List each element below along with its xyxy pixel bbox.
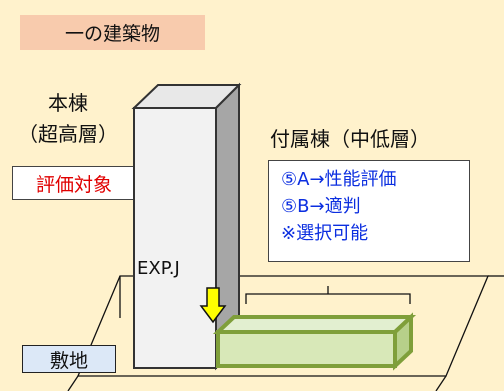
annex-options-box: ⑤A→性能評価 ⑤B→適判 ※選択可能: [268, 160, 470, 262]
main-building-name: 本棟: [48, 91, 88, 115]
site-edge-left-lower: [67, 375, 79, 391]
main-building-type: （超高層）: [18, 122, 118, 146]
main-building-label: 本棟 （超高層）: [8, 88, 128, 150]
option-performance-evaluation: ⑤A→性能評価: [281, 169, 397, 190]
site-edge-right-lower: [435, 375, 447, 391]
main-tower-front: [133, 107, 217, 369]
annex-front: [216, 330, 397, 368]
annex-top: [212, 315, 417, 334]
annex-brace: [245, 286, 411, 304]
site-label: 敷地: [22, 345, 116, 373]
annex-building-label: 付属棟（中低層）: [270, 127, 430, 151]
expansion-joint-label: EXP.J: [137, 258, 180, 279]
option-selectable-note: ※選択可能: [281, 223, 369, 244]
evaluation-target-box: 評価対象: [12, 166, 136, 200]
title-label: 一の建築物: [20, 15, 205, 50]
option-compliance-judgment: ⑤B→適判: [281, 196, 361, 217]
expansion-joint-arrow: [199, 287, 227, 324]
